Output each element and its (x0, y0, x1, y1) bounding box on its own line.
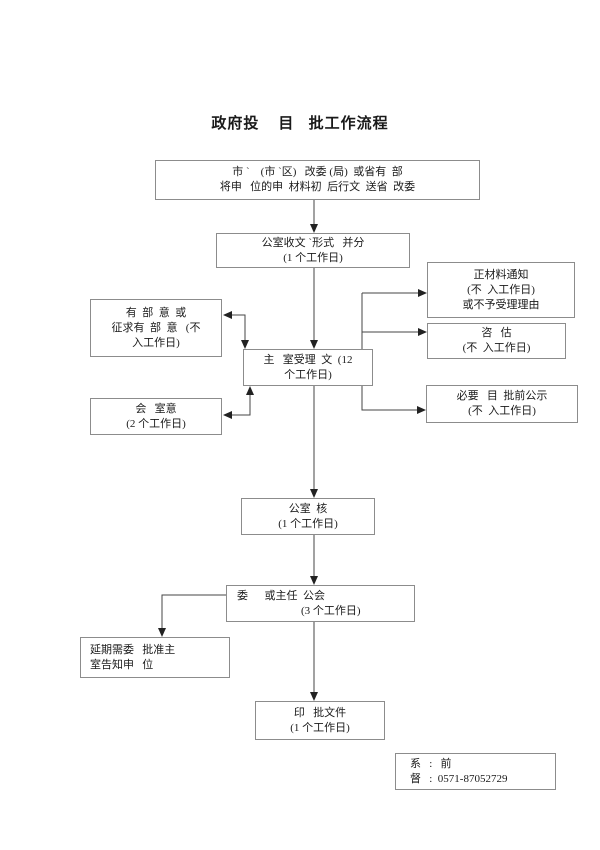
node-text: (不 入工作日) (462, 342, 531, 354)
arrow-right-icon (417, 406, 426, 414)
node-text: 将申 位的申 材料初 后行文 送省 改委 (219, 181, 416, 193)
node-publicity: 必要 目 批前公示 (不 入工作日) (426, 385, 578, 423)
arrow-down-icon (310, 576, 318, 585)
arrow-left-icon (223, 411, 232, 419)
node-text: (1 个工作日) (283, 251, 343, 264)
node-text: 必要 目 批前公示 (456, 390, 548, 402)
arrow-down-icon (310, 224, 318, 233)
arrow-down-icon (310, 692, 318, 701)
node-notify: 正材料通知 (不 入工作日) 或不予受理理由 (427, 262, 575, 318)
node-delay-notice: 延期需委 批准主 室告知申 位 (80, 637, 230, 678)
contact-phone: 督 : 0571-87052729 (410, 772, 508, 785)
connector-accept-meeting-opinion (223, 386, 254, 419)
node-text: 入工作日) (132, 336, 180, 349)
connector-review-director (310, 535, 318, 585)
connector-accept-publicity (361, 386, 426, 414)
connector-accept-review (310, 386, 318, 498)
node-text: 正材料通知 (473, 268, 529, 281)
connector-accept-notify-consult (361, 289, 427, 349)
arrow-down-icon (310, 340, 318, 349)
node-director-meeting: 委 或主任 公会 (3 个工作日) (226, 585, 415, 622)
connector-director-delay (158, 594, 226, 637)
connector-receive-accept (310, 268, 318, 349)
connector-director-issue (310, 622, 318, 701)
arrow-left-icon (223, 311, 232, 319)
node-accept: 主 室受理 文 (12 个工作日) (243, 349, 373, 386)
connector-accept-opinions (223, 311, 249, 349)
node-text: 公室收文 `形式 并分 (261, 236, 365, 249)
page-title: 政府投 目 批工作流程 (211, 116, 389, 132)
node-start: 市 ` (市 `区) 改委 (局) 或省有 部 将申 位的申 材料初 后行文 送… (155, 160, 480, 200)
node-review: 公室 核 (1 个工作日) (241, 498, 375, 535)
node-text: 有 部 意 或 (125, 306, 187, 319)
node-text: (不 入工作日) (468, 405, 536, 417)
node-text: 会 室意 (135, 402, 177, 415)
contact-person: 系 : 前 (410, 757, 452, 770)
arrow-right-icon (418, 328, 427, 336)
node-text: 室告知申 位 (90, 658, 154, 671)
node-meeting-opinion: 会 室意 (2 个工作日) (90, 398, 222, 435)
node-text: 印 批文件 (293, 706, 347, 719)
arrow-up-icon (246, 386, 254, 395)
node-text: 公室 核 (288, 502, 328, 515)
arrow-right-icon (418, 289, 427, 297)
node-issue: 印 批文件 (1 个工作日) (255, 701, 385, 740)
node-text: (2 个工作日) (126, 417, 186, 430)
arrow-down-icon (310, 489, 318, 498)
node-receive: 公室收文 `形式 并分 (1 个工作日) (216, 233, 410, 268)
node-text: 征求有 部 意 (不 (111, 321, 201, 334)
node-text: (3 个工作日) (301, 604, 361, 617)
node-opinions: 有 部 意 或 征求有 部 意 (不 入工作日) (90, 299, 222, 357)
node-text: 委 或主任 公会 (237, 589, 325, 602)
node-text: 或不予受理理由 (462, 298, 540, 311)
node-text: 咨 估 (481, 327, 512, 339)
node-text: 延期需委 批准主 (90, 643, 176, 656)
node-text: 市 ` (市 `区) 改委 (局) 或省有 部 (232, 166, 403, 178)
node-consult: 咨 估 (不 入工作日) (427, 323, 566, 359)
node-text: 主 室受理 文 (12 (263, 353, 353, 366)
arrow-down-icon (158, 628, 166, 637)
node-text: (1 个工作日) (278, 517, 338, 530)
contact-info-box: 系 : 前 督 : 0571-87052729 (395, 753, 556, 790)
connector-start-receive (310, 200, 318, 233)
node-text: (不 入工作日) (467, 283, 535, 296)
arrow-down-icon (241, 340, 249, 349)
node-text: 个工作日) (284, 368, 332, 381)
node-text: (1 个工作日) (290, 721, 350, 734)
